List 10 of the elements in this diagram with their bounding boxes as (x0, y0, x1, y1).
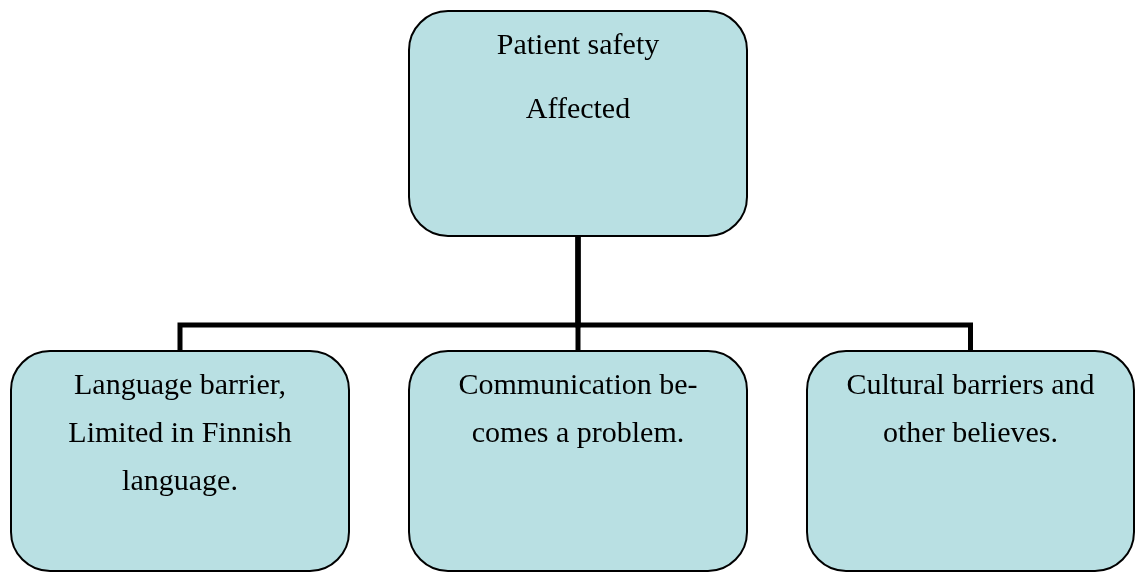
rounded-box (408, 350, 748, 572)
box-text: Communication be- comes a problem. (457, 366, 699, 450)
rounded-box (408, 10, 748, 237)
box-text: Patient safety (496, 26, 660, 62)
box-text: Language barrier, Limited in Finnish language. (67, 366, 293, 498)
box-text: Cultural barriers and other believes. (845, 366, 1096, 450)
rounded-box (10, 350, 350, 572)
box-text: Affected (525, 90, 631, 126)
connector-line (575, 237, 973, 350)
rounded-box (806, 350, 1135, 572)
